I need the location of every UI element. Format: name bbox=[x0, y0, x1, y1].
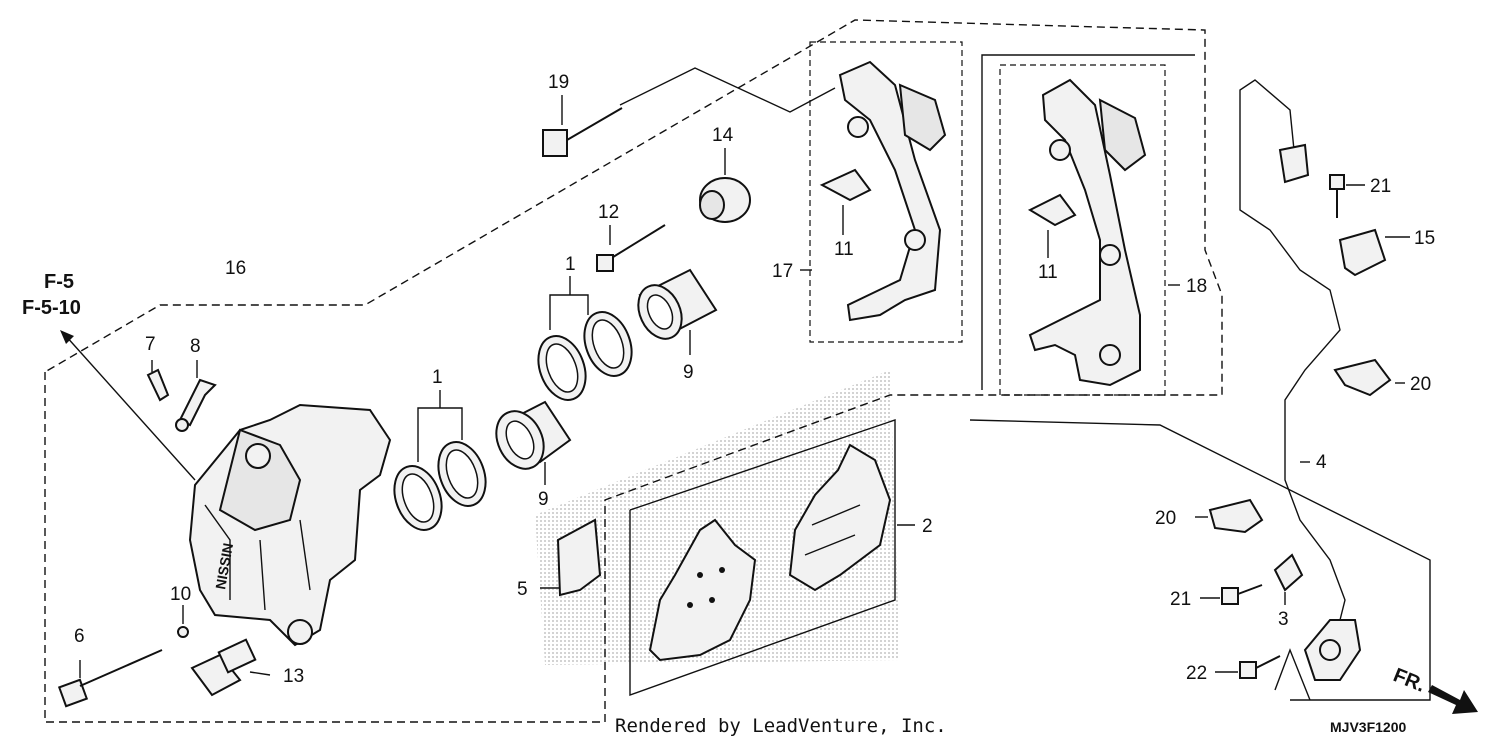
pad-shadow-area bbox=[535, 370, 900, 665]
callout-17[interactable]: 17 bbox=[772, 261, 793, 282]
front-direction-arrow bbox=[1428, 685, 1478, 714]
callout-20b[interactable]: 20 bbox=[1155, 508, 1176, 529]
slide-pin bbox=[190, 638, 271, 697]
reference-f5[interactable]: F-5 bbox=[44, 271, 74, 293]
callout-3[interactable]: 3 bbox=[1278, 609, 1289, 630]
callout-1a[interactable]: 1 bbox=[432, 367, 443, 388]
piston-a bbox=[495, 400, 572, 470]
callout-13[interactable]: 13 bbox=[283, 666, 304, 687]
wire-guide-3 bbox=[1273, 553, 1304, 592]
callout-14[interactable]: 14 bbox=[712, 125, 734, 146]
callout-11a[interactable]: 11 bbox=[834, 239, 854, 260]
bolt-22 bbox=[1239, 655, 1281, 679]
callout-9b[interactable]: 9 bbox=[683, 362, 694, 383]
callout-5[interactable]: 5 bbox=[517, 579, 528, 600]
speed-sensor-wire bbox=[1239, 79, 1346, 621]
callout-21a[interactable]: 21 bbox=[1370, 176, 1391, 197]
washer bbox=[177, 626, 189, 638]
callout-20a[interactable]: 20 bbox=[1410, 374, 1431, 395]
bracket-group-outline-17 bbox=[809, 41, 963, 343]
callout-19[interactable]: 19 bbox=[548, 72, 569, 93]
bleeder-screw bbox=[146, 360, 170, 402]
speed-sensor bbox=[1303, 619, 1362, 681]
callout-8[interactable]: 8 bbox=[190, 336, 201, 357]
pin-boot bbox=[699, 177, 751, 223]
front-direction-label: FR. bbox=[1390, 664, 1428, 696]
reference-arrowhead bbox=[60, 330, 74, 344]
wire-clamp-15 bbox=[1338, 228, 1387, 277]
callout-9a[interactable]: 9 bbox=[538, 489, 549, 510]
callout-11b[interactable]: 11 bbox=[1038, 262, 1058, 283]
bracket-group-outline-18 bbox=[999, 64, 1166, 396]
bracket-leader-19 bbox=[619, 67, 836, 113]
bolt-21b bbox=[1221, 584, 1263, 605]
caliper-bolt bbox=[542, 107, 623, 157]
caliper-assy-outline bbox=[44, 19, 1223, 723]
callout-1b[interactable]: 1 bbox=[565, 254, 576, 275]
caliper-body: NISSIN bbox=[188, 403, 392, 647]
callout-15[interactable]: 15 bbox=[1414, 228, 1435, 249]
pad-pin-bolt bbox=[57, 649, 163, 708]
callout-16[interactable]: 16 bbox=[225, 258, 246, 279]
render-credit: Rendered by LeadVenture, Inc. bbox=[615, 715, 947, 737]
pad-retainer bbox=[556, 518, 602, 597]
callout-10[interactable]: 10 bbox=[170, 584, 191, 605]
callout-4[interactable]: 4 bbox=[1316, 452, 1327, 473]
reference-arrow bbox=[64, 334, 196, 481]
callout-22[interactable]: 22 bbox=[1186, 663, 1207, 684]
pad-spring-18 bbox=[1027, 193, 1077, 227]
wire-clamp-20b bbox=[1208, 498, 1264, 534]
caliper-bracket-17 bbox=[838, 60, 947, 322]
wire-clamp-20a bbox=[1333, 358, 1392, 397]
bracket-18-frame bbox=[981, 54, 1195, 390]
piston-b bbox=[637, 268, 718, 340]
brake-pad-rear bbox=[788, 443, 892, 592]
caliper-stamp: NISSIN bbox=[212, 542, 236, 591]
brake-pad-front bbox=[648, 518, 757, 662]
reference-f5-10[interactable]: F-5-10 bbox=[22, 297, 81, 319]
bolt-21a bbox=[1329, 174, 1345, 218]
callout-2[interactable]: 2 bbox=[922, 516, 933, 537]
callout-12[interactable]: 12 bbox=[598, 202, 619, 223]
caliper-bracket-18 bbox=[1028, 78, 1147, 387]
callout-21b[interactable]: 21 bbox=[1170, 589, 1191, 610]
caliper-pin bbox=[596, 224, 666, 272]
diagram-code: MJV3F1200 bbox=[1330, 719, 1406, 735]
bleeder-cap bbox=[178, 378, 217, 427]
callout-18[interactable]: 18 bbox=[1186, 276, 1207, 297]
sensor-group-outline bbox=[969, 419, 1431, 701]
callout-6[interactable]: 6 bbox=[74, 626, 85, 647]
pad-set-outline bbox=[629, 419, 896, 696]
callout-7[interactable]: 7 bbox=[145, 334, 156, 355]
pad-spring-17 bbox=[819, 168, 872, 202]
